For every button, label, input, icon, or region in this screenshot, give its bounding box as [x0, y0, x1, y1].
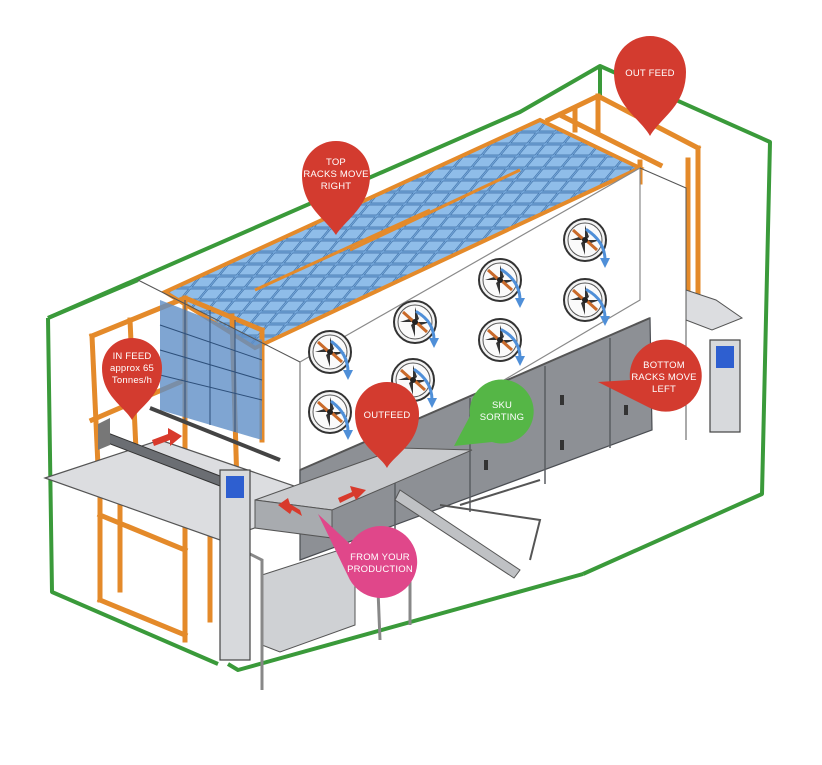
callout-sku-sorting: SKU SORTING	[454, 379, 534, 446]
callout-production-line-1: FROM YOUR	[350, 552, 410, 563]
outfeed-conveyor	[254, 447, 542, 579]
map-pin-icon	[318, 514, 418, 599]
map-pin-icon	[614, 36, 686, 136]
fan-arrowheads	[343, 258, 610, 440]
callout-out-feed-line-1: OUT FEED	[625, 68, 674, 79]
fan-icon	[307, 329, 353, 375]
control-panel-left	[219, 469, 251, 661]
callout-outfeed-line-1: OUTFEED	[364, 410, 411, 421]
callout-top-line-2: RACKS MOVE	[303, 169, 368, 180]
map-pin-icon	[598, 339, 702, 412]
callout-top-racks: TOP RACKS MOVE RIGHT	[302, 141, 370, 235]
callout-sku-line-2: SORTING	[480, 412, 525, 423]
flow-arrows	[152, 428, 366, 516]
container-outline	[46, 64, 772, 672]
callout-top-line-1: TOP	[326, 157, 346, 168]
callout-bottom-line-3: LEFT	[652, 384, 676, 395]
callout-production-line-2: PRODUCTION	[347, 564, 413, 575]
map-pin-icon	[102, 338, 162, 420]
callout-bottom-line-1: BOTTOM	[643, 360, 685, 371]
callout-sku-line-1: SKU	[492, 400, 512, 411]
callout-outfeed: OUTFEED	[355, 382, 419, 468]
callout-from-production: FROM YOUR PRODUCTION	[318, 514, 418, 599]
airflow-arrow-icon	[500, 268, 522, 302]
callout-bottom-line-2: RACKS MOVE	[631, 372, 696, 383]
callout-infeed-line-1: IN FEED	[113, 351, 152, 362]
callout-out-feed: OUT FEED	[614, 36, 686, 136]
map-pin-icon	[355, 382, 419, 468]
outfeed-platform	[685, 289, 744, 331]
screen-icon	[716, 346, 734, 368]
flow-arrow-icon	[338, 486, 366, 503]
control-enclosure	[221, 538, 412, 690]
airflow-arrow-icon	[413, 368, 434, 402]
map-pin-icon	[302, 141, 370, 235]
flow-arrow-icon	[278, 498, 302, 516]
airflow-arrow-icon	[330, 340, 350, 374]
flow-arrow-icon	[152, 428, 182, 446]
screen-icon	[226, 476, 244, 498]
control-panel-right	[709, 339, 741, 433]
callout-top-line-3: RIGHT	[321, 181, 352, 192]
airflow-arrow-icon	[585, 288, 607, 320]
airflow-arrow-icon	[330, 400, 350, 434]
map-pin-icon	[454, 379, 534, 446]
airflow-arrow-icon	[415, 310, 436, 342]
airflow-arrow-icon	[500, 328, 522, 360]
fan-airflow-arrows	[330, 228, 607, 434]
airflow-arrow-icon	[585, 228, 607, 262]
callout-infeed-line-2: approx 65	[110, 363, 154, 374]
callout-infeed-line-3: Tonnes/h	[112, 375, 152, 386]
left-rack-stack	[159, 300, 263, 440]
fan-icon	[307, 389, 353, 435]
callout-bottom-racks: BOTTOM RACKS MOVE LEFT	[598, 339, 702, 412]
callout-infeed: IN FEED approx 65 Tonnes/h	[102, 338, 162, 420]
